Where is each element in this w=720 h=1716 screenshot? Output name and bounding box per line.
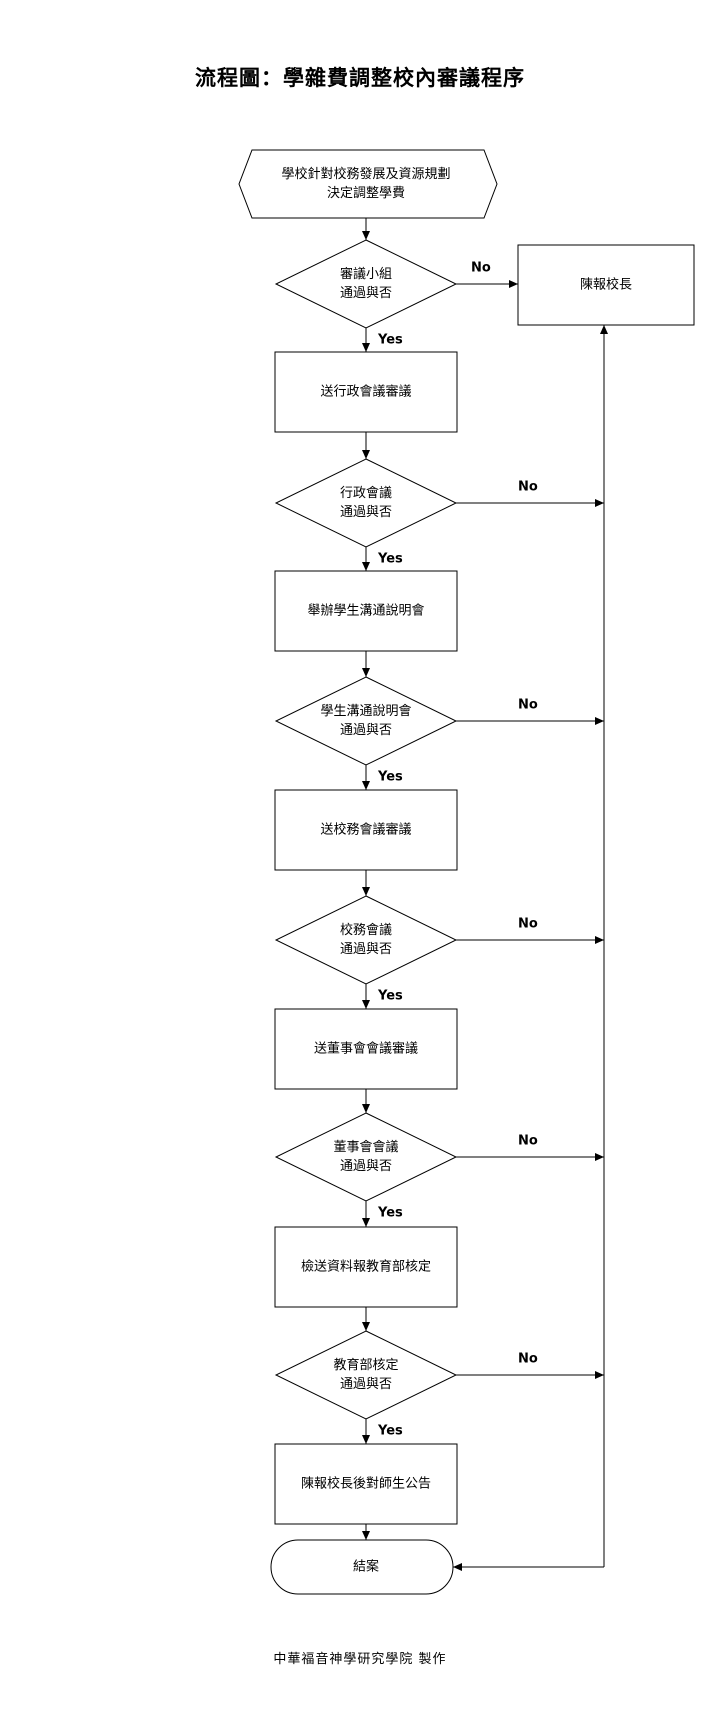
footer-credit: 中華福音神學研究學院 製作 — [273, 1652, 447, 1667]
process-node-label: 檢送資料報教育部核定 — [301, 1259, 431, 1275]
yes-label: Yes — [377, 552, 403, 567]
process-node-label: 舉辦學生溝通說明會 — [307, 603, 424, 619]
no-label: No — [518, 917, 538, 932]
report-node-label: 陳報校長 — [580, 277, 632, 293]
decision-node-label: 通過與否 — [340, 505, 392, 520]
decision-node-label: 行政會議 — [340, 486, 392, 501]
yes-label: Yes — [377, 333, 403, 348]
no-label: No — [518, 1134, 538, 1149]
no-label: No — [518, 480, 538, 495]
decision-node — [274, 676, 458, 766]
decision-node-label: 通過與否 — [340, 286, 392, 301]
decision-node-label: 校務會議 — [340, 922, 392, 938]
process-node — [274, 1226, 458, 1308]
decision-node — [274, 1112, 458, 1202]
decision-node-label: 學生溝通說明會 — [320, 703, 411, 719]
decision-node-label: 教育部核定 — [333, 1357, 398, 1373]
no-label: No — [518, 698, 538, 713]
start-node-label: 學校針對校務發展及資源規劃 — [281, 166, 450, 182]
report-node — [517, 244, 695, 326]
yes-label: Yes — [377, 1424, 403, 1439]
no-label: No — [518, 1352, 538, 1367]
decision-node-label: 通過與否 — [340, 942, 392, 957]
page-title: 流程圖：學雜費調整校內審議程序 — [195, 65, 525, 90]
process-node — [274, 351, 458, 433]
decision-node-label: 董事會會議 — [333, 1140, 398, 1155]
process-node — [274, 789, 458, 871]
yes-label: Yes — [377, 989, 403, 1004]
process-node-label: 陳報校長後對師生公告 — [301, 1476, 431, 1492]
decision-node — [274, 239, 458, 329]
decision-node-label: 審議小組 — [340, 267, 392, 282]
yes-label: Yes — [377, 1206, 403, 1221]
decision-node-label: 通過與否 — [340, 1159, 392, 1174]
process-node — [274, 1443, 458, 1525]
decision-node — [274, 458, 458, 548]
start-node-label: 決定調整學費 — [327, 186, 405, 201]
yes-label: Yes — [377, 770, 403, 785]
decision-node-label: 通過與否 — [340, 1377, 392, 1392]
process-node-label: 送行政會議審議 — [320, 385, 411, 400]
start-node — [238, 149, 498, 219]
no-label: No — [471, 261, 491, 276]
end-node-label: 結案 — [353, 1560, 379, 1575]
decision-node-label: 通過與否 — [340, 723, 392, 738]
decision-node — [274, 1330, 458, 1420]
process-node-label: 送校務會議審議 — [320, 822, 411, 838]
decision-node — [274, 895, 458, 985]
process-node-label: 送董事會會議審議 — [314, 1042, 418, 1057]
